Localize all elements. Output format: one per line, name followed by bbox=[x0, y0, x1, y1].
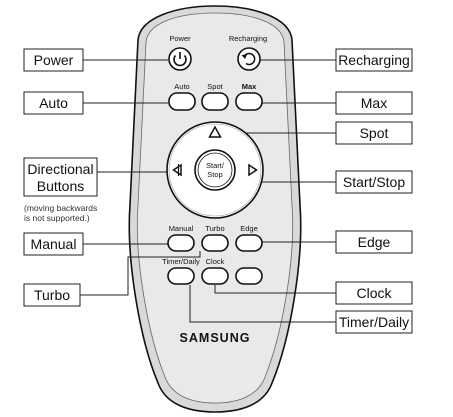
auto-button[interactable] bbox=[168, 92, 196, 111]
blank-button[interactable] bbox=[235, 267, 263, 285]
clock-button[interactable] bbox=[201, 267, 229, 285]
spot-button[interactable] bbox=[201, 92, 229, 111]
callout-clock: Clock bbox=[335, 281, 413, 305]
svg-text:Start/Stop: Start/Stop bbox=[343, 174, 405, 190]
callout-start-stop: Start/Stop bbox=[335, 170, 413, 194]
spot-label: Spot bbox=[207, 82, 223, 91]
start-stop-label-line1: Start/ bbox=[206, 161, 225, 170]
callout-power: Power bbox=[23, 48, 84, 72]
callout-directional-note: (moving backwards is not supported.) bbox=[24, 203, 97, 223]
start-stop-button[interactable]: Start/ Stop bbox=[194, 149, 236, 191]
max-label: Max bbox=[242, 82, 257, 91]
timer-daily-label: Timer/Daily bbox=[162, 257, 200, 266]
manual-button[interactable] bbox=[167, 234, 195, 252]
svg-text:Manual: Manual bbox=[31, 236, 77, 252]
svg-text:Directional: Directional bbox=[27, 161, 93, 177]
callout-turbo: Turbo bbox=[23, 283, 81, 307]
svg-text:Clock: Clock bbox=[356, 285, 392, 301]
timer-daily-button[interactable] bbox=[167, 267, 195, 285]
callout-edge: Edge bbox=[335, 230, 413, 254]
max-button[interactable] bbox=[235, 92, 263, 111]
callout-recharging: Recharging bbox=[335, 48, 413, 72]
recharging-label: Recharging bbox=[229, 34, 267, 43]
power-button[interactable] bbox=[168, 47, 192, 71]
svg-text:Recharging: Recharging bbox=[338, 52, 410, 68]
turbo-label: Turbo bbox=[205, 224, 224, 233]
start-stop-label-line2: Stop bbox=[207, 170, 222, 179]
rotate-right-icon[interactable] bbox=[248, 163, 258, 177]
callout-timer-daily: Timer/Daily bbox=[335, 310, 413, 334]
power-label: Power bbox=[169, 34, 191, 43]
svg-text:Max: Max bbox=[361, 95, 387, 111]
rotate-left-icon[interactable] bbox=[172, 163, 182, 177]
turbo-button[interactable] bbox=[201, 234, 229, 252]
power-icon bbox=[173, 52, 187, 67]
auto-label: Auto bbox=[174, 82, 189, 91]
svg-text:Power: Power bbox=[34, 52, 74, 68]
callout-auto: Auto bbox=[23, 91, 84, 115]
forward-arrow-icon[interactable] bbox=[208, 125, 222, 138]
svg-text:(moving backwards: (moving backwards bbox=[24, 203, 97, 213]
brand-logo: SAMSUNG bbox=[180, 331, 251, 345]
svg-text:Buttons: Buttons bbox=[37, 178, 84, 194]
edge-button[interactable] bbox=[235, 234, 263, 252]
svg-text:Turbo: Turbo bbox=[34, 287, 70, 303]
callout-directional-buttons: Directional Buttons bbox=[23, 157, 98, 197]
callout-manual: Manual bbox=[23, 232, 84, 256]
svg-text:Spot: Spot bbox=[360, 125, 389, 141]
callout-spot: Spot bbox=[335, 121, 413, 145]
svg-text:Edge: Edge bbox=[358, 234, 391, 250]
callout-max: Max bbox=[335, 91, 413, 115]
svg-text:Auto: Auto bbox=[39, 95, 68, 111]
recharge-icon bbox=[241, 52, 256, 66]
edge-label: Edge bbox=[240, 224, 258, 233]
svg-text:Timer/Daily: Timer/Daily bbox=[339, 314, 409, 330]
recharging-button[interactable] bbox=[237, 47, 261, 71]
svg-text:is not supported.): is not supported.) bbox=[24, 213, 90, 223]
manual-label: Manual bbox=[169, 224, 194, 233]
clock-label: Clock bbox=[206, 257, 225, 266]
